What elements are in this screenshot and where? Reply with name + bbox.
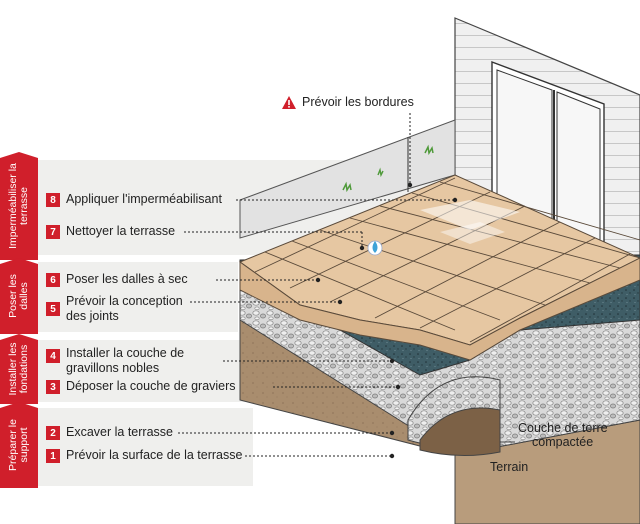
- step-6: 6 Poser les dalles à sec: [46, 272, 188, 287]
- step-text: Excaver la terrasse: [66, 425, 173, 439]
- step-2: 2 Excaver la terrasse: [46, 425, 173, 440]
- step-number: 2: [46, 426, 60, 440]
- step-7: 7 Nettoyer la terrasse: [46, 224, 175, 239]
- step-3: 3 Déposer la couche de graviers: [46, 379, 236, 394]
- ground-label: Terrain: [490, 460, 529, 474]
- step-1: 1 Prévoir la surface de la terrasse: [46, 448, 242, 463]
- step-number: 6: [46, 273, 60, 287]
- phase-panel-tiles: [38, 262, 238, 332]
- step-number: 8: [46, 193, 60, 207]
- step-text: Prévoir la surface de la terrasse: [66, 448, 243, 462]
- phase-panel-foundations: [38, 340, 253, 402]
- step-number: 7: [46, 225, 60, 239]
- warning-triangle-icon: [282, 95, 296, 109]
- water-drop-icon: [367, 240, 383, 256]
- grass: [342, 181, 352, 193]
- step-text: Poser les dalles à sec: [66, 272, 188, 286]
- step-text: Déposer la couche de graviers: [66, 379, 236, 393]
- step-number: 1: [46, 449, 60, 463]
- warning-text: Prévoir les bordures: [302, 95, 414, 109]
- compacted-soil: [419, 407, 501, 457]
- step-text: Appliquer l'imperméabilisant: [66, 192, 222, 206]
- step-text: Nettoyer la terrasse: [66, 224, 176, 238]
- step-number: 5: [46, 302, 60, 316]
- step-number: 3: [46, 380, 60, 394]
- leader-lines: [178, 113, 455, 457]
- warning-callout: Prévoir les bordures: [282, 95, 414, 109]
- phase-panel-support: [38, 408, 253, 486]
- step-number: 4: [46, 349, 60, 363]
- step-8: 8 Appliquer l'imperméabilisant: [46, 192, 222, 207]
- grass: [424, 144, 434, 156]
- tile-joints: [254, 177, 640, 343]
